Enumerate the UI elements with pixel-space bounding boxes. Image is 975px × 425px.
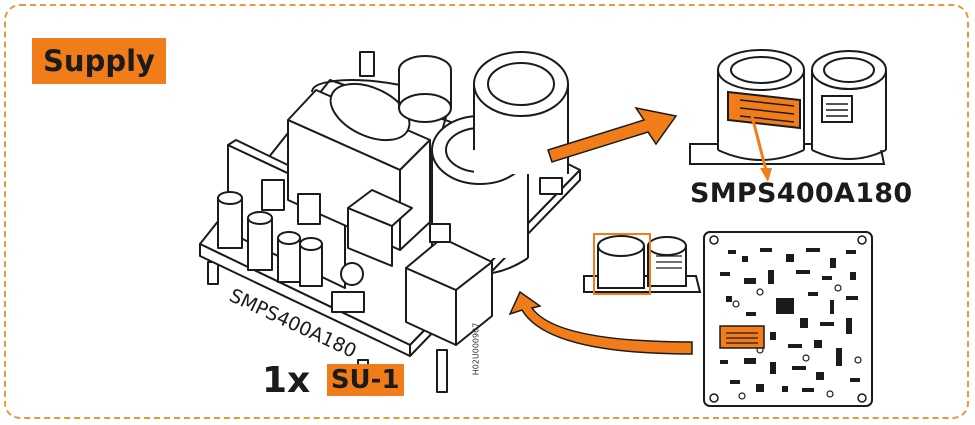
side-view-inset [583, 233, 702, 295]
dashed-frame [4, 4, 969, 419]
capacitor-detail [689, 49, 887, 165]
curved-arrow [508, 290, 693, 355]
drawing-code-text: H02U000907 [471, 322, 480, 376]
drawing-code: H02U000907 [470, 300, 481, 398]
power-supply-board [199, 51, 581, 393]
pointer-arrow [750, 115, 772, 182]
callout-arrow [547, 106, 678, 163]
part-tag: SU-1 [326, 364, 404, 396]
pcb-top-view [703, 231, 873, 407]
model-label: SMPS400A180 [690, 178, 913, 209]
quantity-count: 1x [262, 360, 311, 401]
quantity-label: 1x SU-1 [262, 356, 404, 406]
section-title: Supply [32, 38, 166, 84]
